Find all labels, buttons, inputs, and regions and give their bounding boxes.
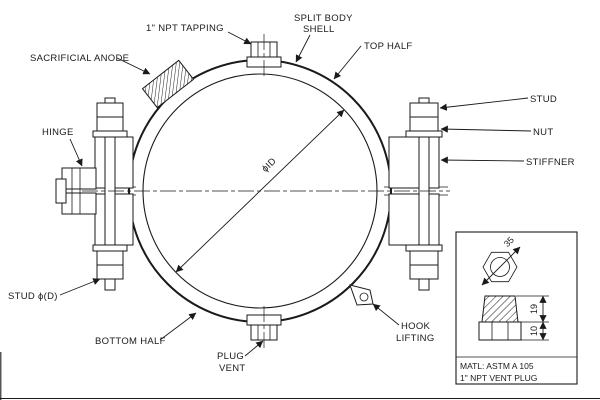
leader-lines — [59, 31, 532, 357]
right-nut-1 — [409, 102, 439, 118]
hook-lifting-label-line2: LIFTING — [396, 333, 435, 344]
thread-length-dim: 19 — [529, 304, 539, 314]
left-nut-2 — [96, 116, 124, 132]
hinge-pin — [55, 178, 67, 204]
left-stud — [104, 97, 116, 291]
anode-hatch — [141, 59, 195, 109]
right-nut-4 — [409, 264, 439, 280]
inset-border — [455, 231, 578, 385]
left-nut-1 — [96, 102, 124, 118]
leader-npt-tapping — [227, 31, 252, 45]
right-stiffner-lower — [388, 193, 440, 246]
across-flats-dim-line — [481, 246, 521, 286]
leader-plug-vent — [244, 340, 264, 357]
leader-bottom-half — [159, 312, 197, 341]
right-washer-top — [405, 130, 443, 138]
nut-label: NUT — [533, 127, 553, 138]
leader-top-half — [333, 45, 362, 80]
callout-labels: 1" NPT TAPPING SPLIT BODY SHELL TOP HALF… — [8, 13, 575, 374]
right-bolt-stack — [388, 97, 443, 291]
sacrificial-anode-label: SACRIFICIAL ANODE — [30, 53, 129, 64]
vent-plug-detail-inset: 35 19 10 MATL: ASTM A 105 1" NPT VENT PL… — [455, 231, 578, 385]
centerlines — [82, 34, 450, 350]
right-stud — [418, 97, 430, 291]
stiffner-label: STIFFNER — [526, 157, 575, 168]
stud-label: STUD — [530, 94, 557, 105]
bottom-half-label: BOTTOM HALF — [95, 336, 166, 347]
left-nut-4 — [96, 264, 124, 280]
right-nut-3 — [409, 250, 439, 266]
leader-stud — [439, 97, 529, 111]
leader-stud-dia — [59, 278, 101, 296]
inner-diameter-value: ϕID — [260, 156, 279, 175]
sheet-border — [0, 352, 600, 400]
split-body-label-line1: SPLIT BODY — [294, 13, 353, 24]
leader-nut — [440, 125, 532, 133]
leader-stiffner — [440, 156, 525, 164]
leader-split-body — [295, 34, 311, 63]
hinge-plate-upper — [61, 167, 97, 190]
right-nut-2 — [409, 116, 439, 132]
hinge-assembly — [55, 167, 97, 215]
lug-plate — [349, 284, 374, 306]
plug-head-side-view — [478, 321, 522, 341]
leader-anode — [116, 57, 151, 75]
left-bolt-stack — [92, 97, 134, 291]
stud-dia-label: STUD ϕ(D) — [8, 291, 58, 302]
sacrificial-anode-patch — [141, 59, 195, 109]
right-washer-bottom — [405, 244, 443, 252]
plug-vent-label-line2: VENT — [219, 363, 246, 374]
left-nut-3 — [96, 250, 124, 266]
diameter-dim-line — [175, 109, 345, 273]
hinge-plate-lower — [61, 192, 97, 215]
material-note-line1: MATL: ASTM A 105 — [460, 361, 534, 371]
right-stiffner-upper — [388, 136, 440, 189]
leader-hinge — [69, 138, 83, 167]
npt-tapping-label: 1" NPT TAPPING — [146, 23, 224, 34]
hook-lifting-label-line1: HOOK — [401, 321, 431, 332]
hinge-label: HINGE — [42, 127, 74, 138]
material-note-line2: 1" NPT VENT PLUG — [460, 373, 537, 383]
left-washer-top — [92, 130, 128, 138]
lifting-lug — [349, 284, 374, 306]
height-dimensions: 19 10 — [516, 295, 549, 341]
plug-vent-label-line1: PLUG — [217, 351, 244, 362]
left-washer-bottom — [92, 244, 128, 252]
leader-hook-lifting — [372, 303, 400, 326]
lug-hole — [359, 292, 369, 302]
plug-thread-side-view — [481, 295, 519, 323]
split-body-label-line2: SHELL — [303, 24, 335, 35]
top-half-label: TOP HALF — [364, 41, 413, 52]
across-flats-dim: 35 — [502, 235, 516, 249]
head-height-dim: 10 — [529, 326, 539, 336]
